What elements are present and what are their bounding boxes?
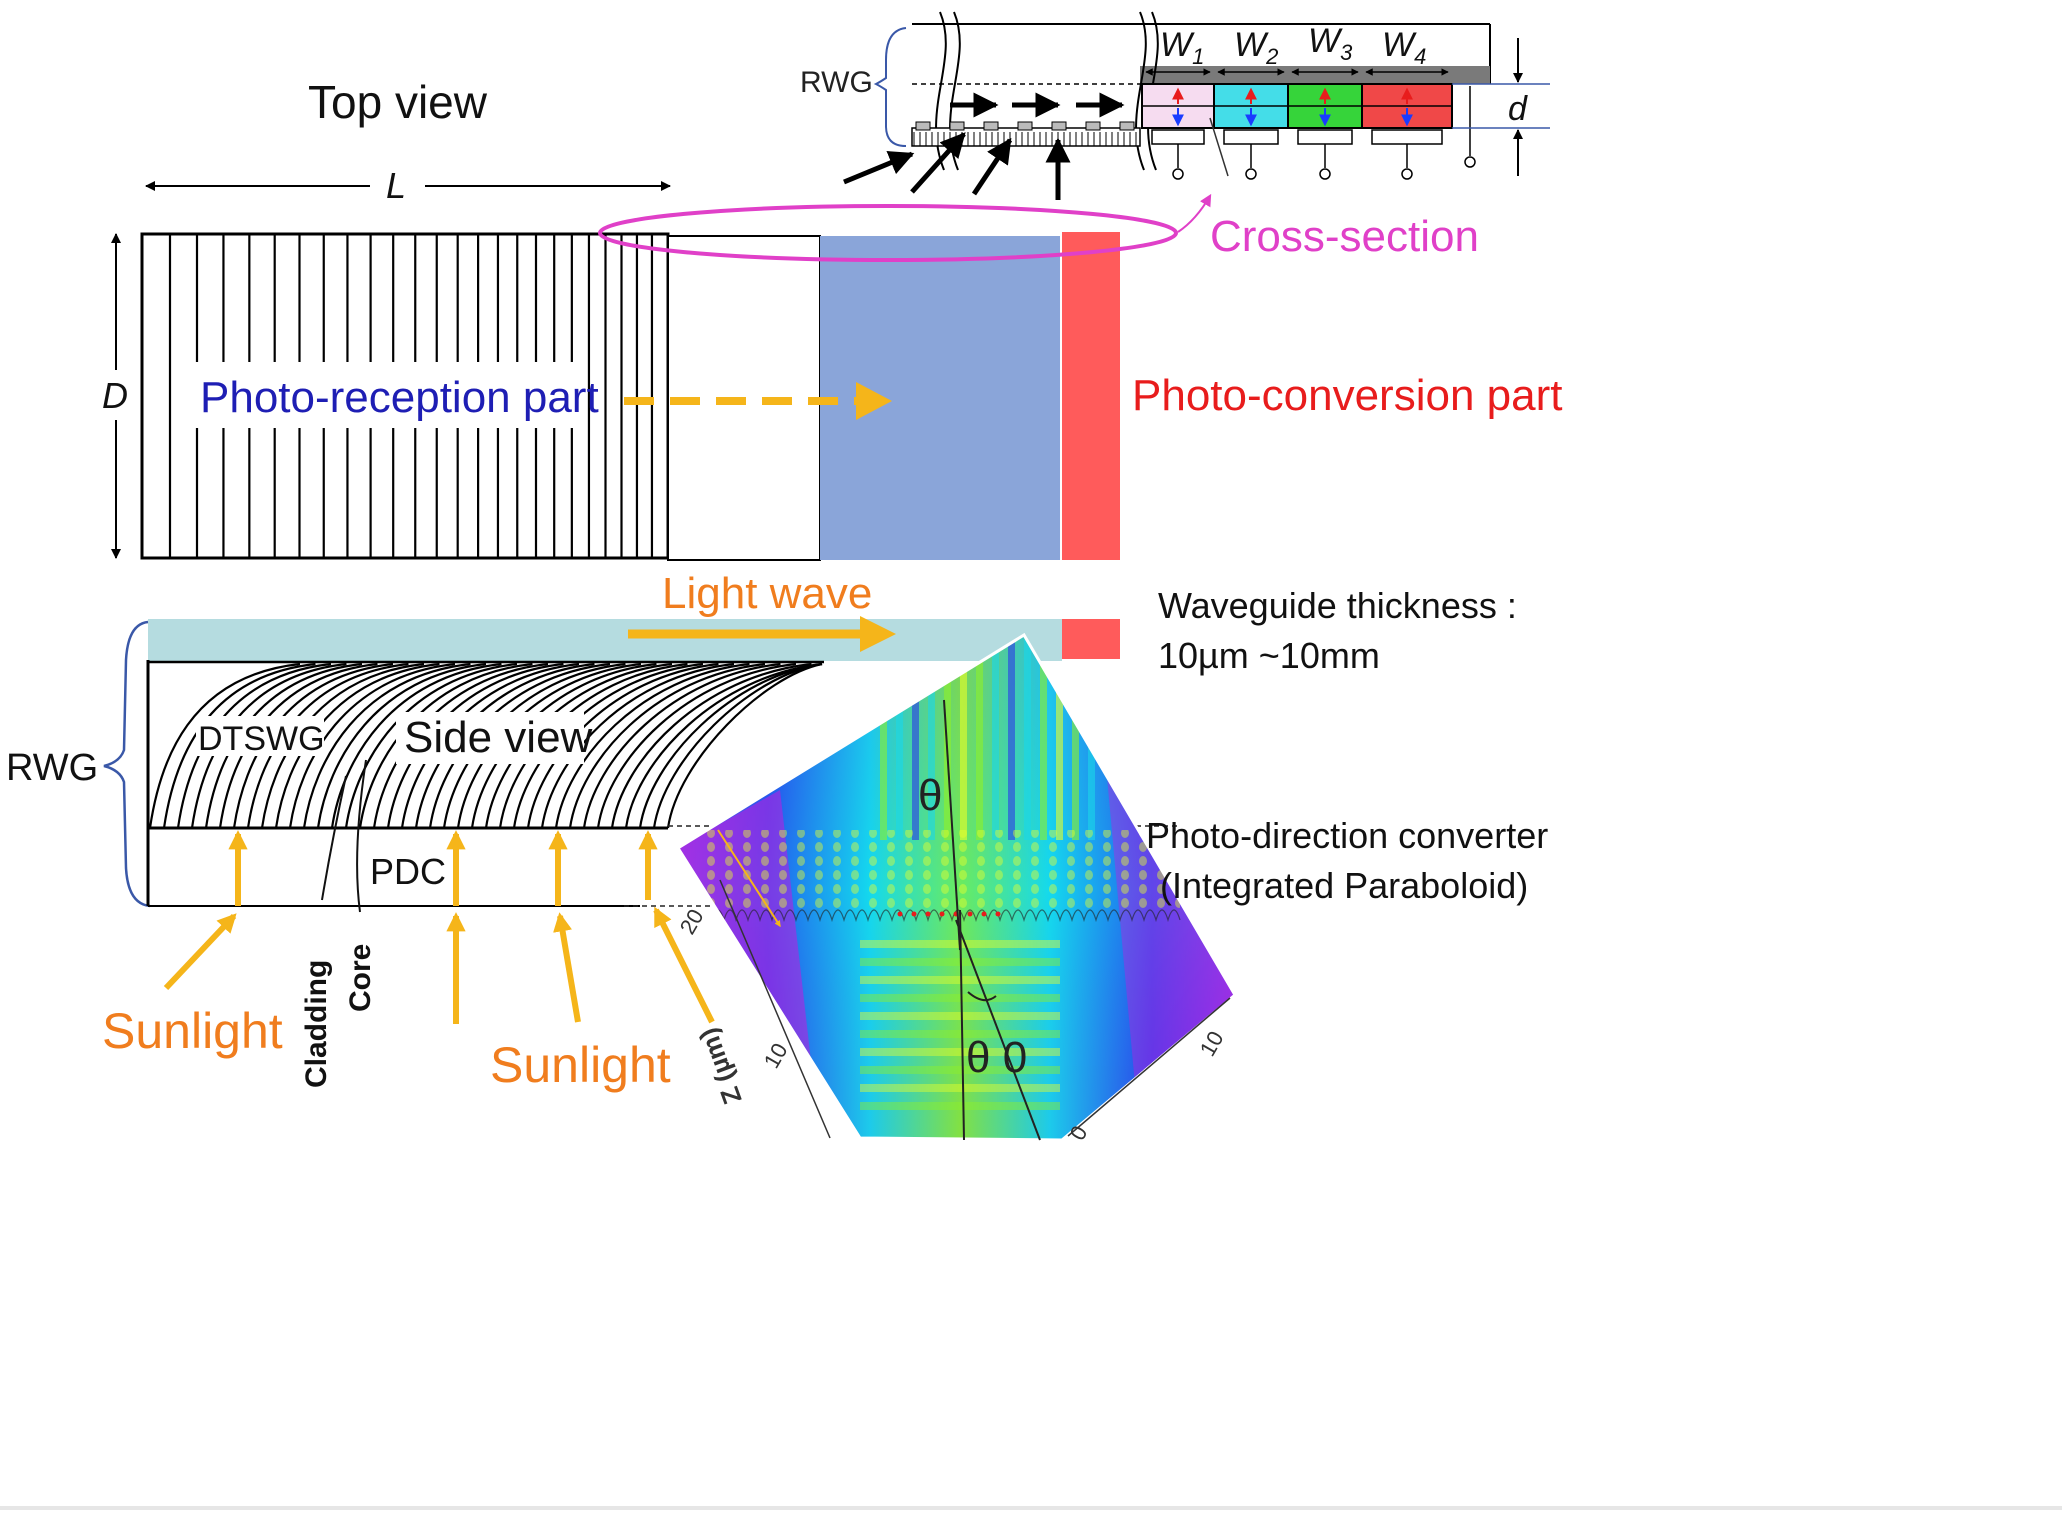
top-view-label: Top view [308, 76, 488, 128]
inset-in-arrow-3 [971, 137, 1013, 196]
length-label: L [386, 165, 406, 206]
sim-z-axis [719, 879, 831, 1139]
inset-in-arrow-1 [843, 151, 915, 185]
cross-section-highlight [598, 204, 1178, 262]
rwg-side-brace [103, 620, 151, 908]
theta0-arc [967, 991, 997, 1002]
rwg-inset-label: RWG [800, 66, 873, 99]
light-wave-label: Light wave [662, 569, 872, 618]
cell-contacts [1151, 86, 1476, 180]
theta0-vertical [959, 909, 965, 1141]
cladding-label: Cladding [300, 960, 333, 1088]
incoming-sunlight-arrows [163, 906, 715, 1024]
cross-section-inset: RWG W1 W2 W3 W4 [800, 11, 1550, 200]
z-tick-10: 10 [759, 1039, 793, 1073]
z-tick-20: 20 [675, 905, 709, 939]
integrated-paraboloid-label: (Integrated Paraboloid) [1160, 865, 1528, 906]
cross-section-label: Cross-section [1210, 212, 1479, 261]
w2-label: W2 [1234, 26, 1278, 69]
cell-carrier-arrows [1172, 87, 1413, 127]
waveguide-thickness-label: Waveguide thickness : [1158, 585, 1517, 626]
dtswg-label-bg [196, 716, 324, 756]
theta0-ray [955, 919, 1041, 1141]
x-tick-10: 10 [1195, 1027, 1229, 1061]
sunlight-left-label: Sunlight [102, 1003, 283, 1059]
theta0-label: θ 0 [966, 1033, 1027, 1082]
pdc-upward-arrows [228, 830, 658, 906]
w1-label: W1 [1160, 26, 1204, 69]
side-view-label-bg [396, 712, 584, 764]
pd-converter-label: Photo-direction converter [1146, 815, 1548, 856]
cladding-pointer [321, 775, 347, 901]
cross-section-pointer [1177, 193, 1212, 233]
core-label: Core [344, 944, 377, 1012]
inset-leader-line [1209, 117, 1229, 177]
core-pointer [356, 759, 367, 913]
pdc-label: PDC [370, 851, 446, 892]
w3-label: W3 [1308, 22, 1353, 65]
z-axis-label: Z (µm) [693, 1024, 748, 1108]
rwg-side-label: RWG [6, 747, 98, 789]
thickness-range: 10µm ~10mm [1158, 635, 1380, 676]
sim-x-axis [1067, 997, 1231, 1137]
photo-reception-label: Photo-reception part [200, 373, 599, 422]
side-view-label: Side view [404, 713, 593, 762]
reception-label-bg [190, 362, 578, 428]
dtswg-label: DTSWG [198, 720, 325, 758]
depth-label: D [102, 375, 128, 416]
w4-label: W4 [1382, 26, 1426, 69]
inset-in-arrow-2 [910, 132, 966, 194]
theta-line [943, 699, 961, 951]
incident-ray [717, 829, 781, 928]
photo-conversion-band [1062, 232, 1120, 560]
sunlight-center-label: Sunlight [490, 1037, 671, 1093]
reception-flow-arrowhead [856, 382, 892, 420]
photo-conversion-side [1062, 619, 1120, 659]
photo-conversion-label: Photo-conversion part [1132, 371, 1562, 420]
rwg-inset-brace [873, 27, 907, 147]
d-label: d [1508, 90, 1528, 128]
theta-label: θ [918, 771, 942, 820]
light-wave-arrowhead [860, 616, 896, 652]
waveguide-side-core [148, 619, 1062, 661]
